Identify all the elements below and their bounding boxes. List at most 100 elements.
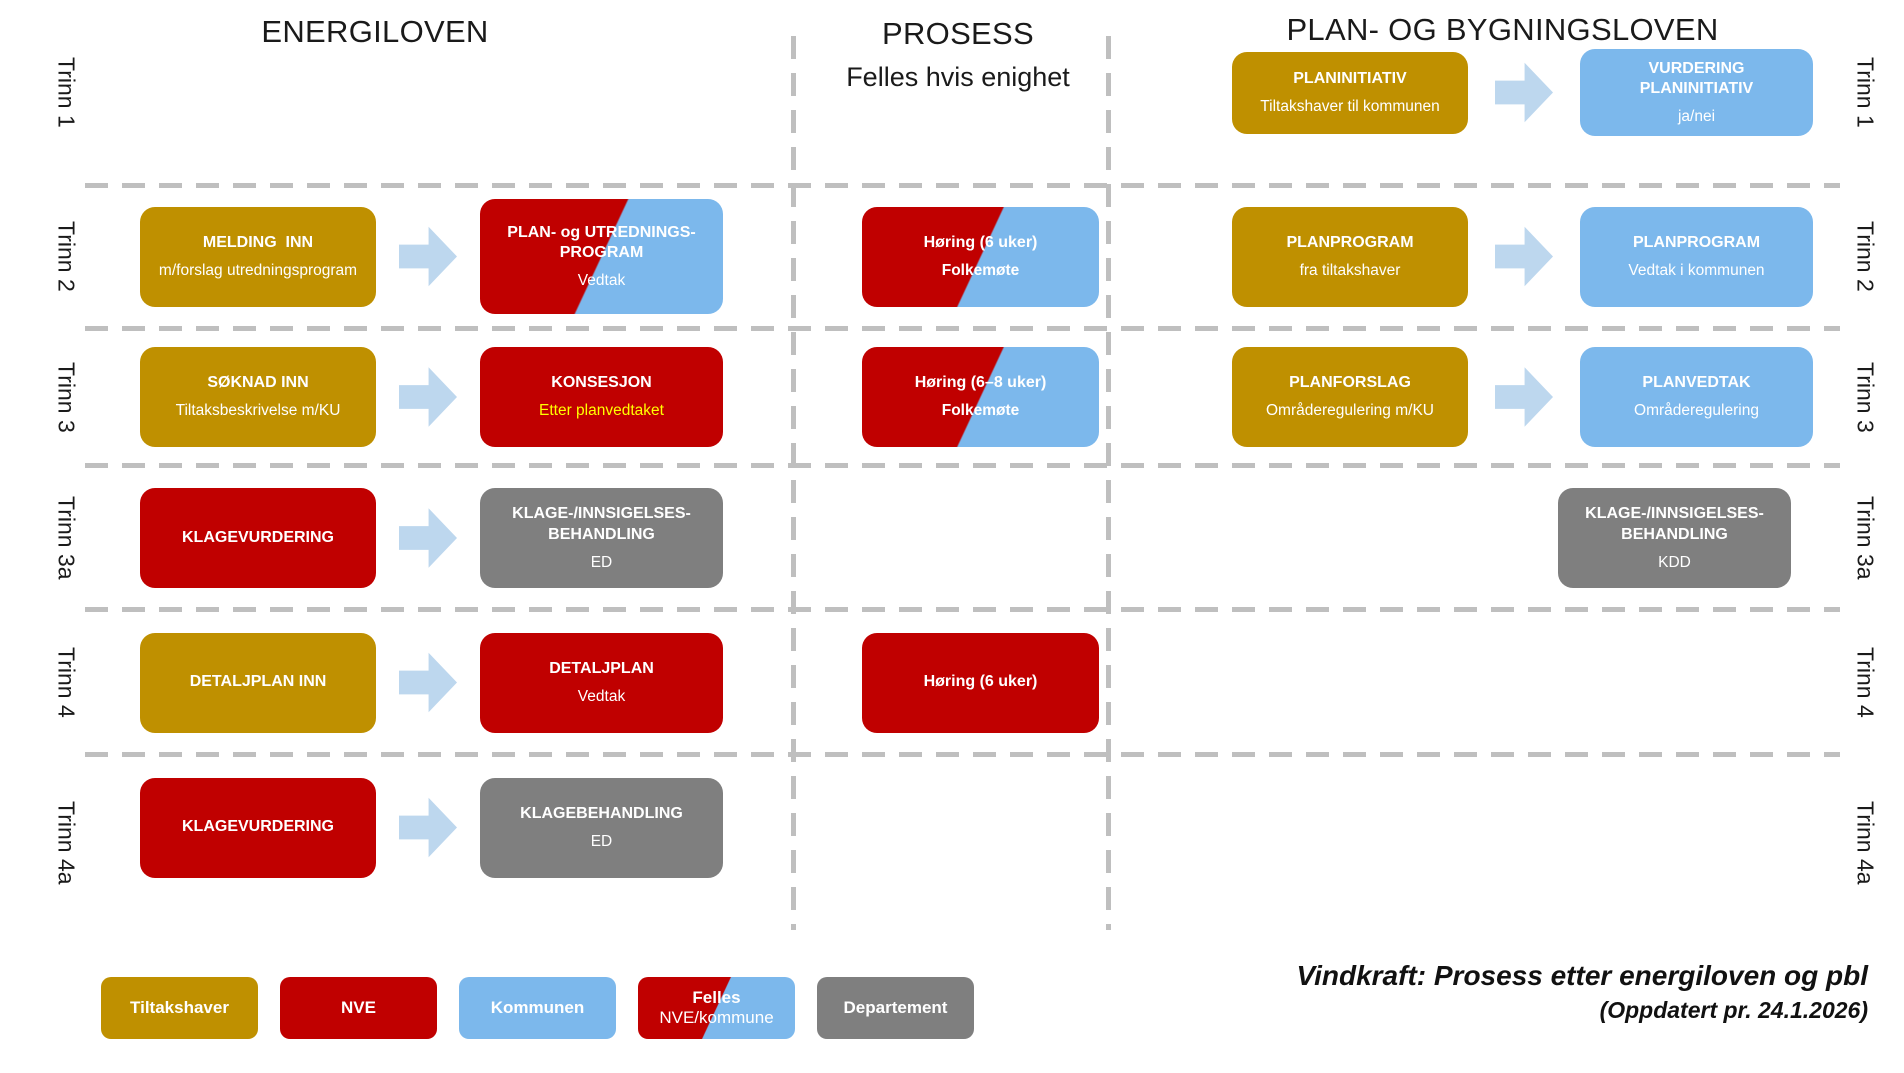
box-subtitle: Etter planvedtaket xyxy=(539,402,664,420)
row-label-left-trinn-3a: Trinn 3a xyxy=(53,496,80,580)
row-label-left-trinn-4a: Trinn 4a xyxy=(53,800,80,885)
row-label-left-trinn-4: Trinn 4 xyxy=(53,647,80,718)
legend-item-tiltakshaver: Tiltakshaver xyxy=(101,977,258,1039)
box-title: KLAGE-/INNSIGELSES- BEHANDLING xyxy=(512,505,691,543)
right-arrow-icon xyxy=(1495,226,1553,287)
box-subtitle: fra tiltakshaver xyxy=(1299,261,1401,279)
cell-trinn3-prosess: Høring (6–8 uker) Folkemøte xyxy=(795,328,1105,466)
box-melding-inn: MELDING INN m/forslag utredningsprogram xyxy=(140,206,376,307)
box-title: PLANPROGRAM xyxy=(1632,233,1761,251)
row-divider-line xyxy=(85,752,1840,757)
box-title: KLAGEVURDERING xyxy=(181,818,334,836)
column-header-plan-og-bygningsloven: PLAN- OG BYGNINGSLOVEN xyxy=(1286,12,1719,47)
row-label-left-trinn-3: Trinn 3 xyxy=(53,361,80,433)
legend-label: Felles xyxy=(692,987,741,1007)
box-title: KONSESJON xyxy=(551,374,652,392)
row-divider-line xyxy=(85,326,1840,331)
box-title: KLAGEBEHANDLING xyxy=(520,804,683,822)
box-subtitle: Vedtak xyxy=(577,272,626,290)
box-title: DETALJPLAN INN xyxy=(189,673,327,691)
box-klagevurdering-4a: KLAGEVURDERING xyxy=(140,777,376,878)
box-title: MELDING INN xyxy=(202,233,314,251)
box-title: VURDERING PLANINITIATIV xyxy=(1639,59,1754,98)
box-planvedtak: PLANVEDTAK Områderegulering xyxy=(1580,347,1813,447)
box-subtitle: Folkemøte xyxy=(941,402,1020,420)
box-planprogram-vedtak: PLANPROGRAM Vedtak i kommunen xyxy=(1580,206,1813,307)
box-horing-6-uker: Høring (6 uker) xyxy=(862,632,1099,733)
column-header-energiloven: ENERGILOVEN xyxy=(261,14,489,49)
box-subtitle: Folkemøte xyxy=(941,261,1020,279)
box-planprogram-fra-tiltakshaver: PLANPROGRAM fra tiltakshaver xyxy=(1232,206,1468,307)
box-horing-6-uker-folkemote: Høring (6 uker) Folkemøte xyxy=(862,206,1099,307)
row-label-right-trinn-3: Trinn 3 xyxy=(1852,361,1879,433)
box-vurdering-planinitiativ: VURDERING PLANINITIATIV ja/nei xyxy=(1580,48,1813,137)
box-title: PLANVEDTAK xyxy=(1642,374,1751,392)
legend: Tiltakshaver NVE Kommunen Felles NVE/kom… xyxy=(101,977,974,1039)
row-label-right-trinn-4: Trinn 4 xyxy=(1852,647,1879,718)
cell-trinn1-pbl: PLANINITIATIV Tiltakshaver til kommunen … xyxy=(1108,0,1830,185)
cell-trinn3-energiloven: SØKNAD INN Tiltaksbeskrivelse m/KU KONSE… xyxy=(95,328,791,466)
box-subtitle: ja/nei xyxy=(1677,108,1716,126)
cell-trinn3-pbl: PLANFORSLAG Områderegulering m/KU PLANVE… xyxy=(1108,328,1830,466)
row-divider-line xyxy=(85,463,1840,468)
box-subtitle: Områderegulering m/KU xyxy=(1266,402,1434,420)
box-subtitle: Tiltaksbeskrivelse m/KU xyxy=(175,402,341,420)
legend-item-kommunen: Kommunen xyxy=(459,977,616,1039)
box-konsesjon: KONSESJON Etter planvedtaket xyxy=(480,347,723,447)
column-divider-line xyxy=(791,36,796,930)
diagram-updated-date: (Oppdatert pr. 24.1.2026) xyxy=(1599,997,1868,1023)
cell-trinn2-pbl: PLANPROGRAM fra tiltakshaver PLANPROGRAM… xyxy=(1108,185,1830,328)
box-subtitle: Vedtak xyxy=(577,687,626,705)
right-arrow-icon xyxy=(399,508,457,568)
right-arrow-icon xyxy=(1495,62,1553,123)
legend-label: Tiltakshaver xyxy=(130,997,229,1017)
box-title: SØKNAD INN xyxy=(207,374,309,392)
cell-trinn4a-energiloven: KLAGEVURDERING KLAGEBEHANDLING ED xyxy=(95,755,791,900)
legend-sublabel: NVE/kommune xyxy=(659,1008,774,1027)
box-subtitle: ED xyxy=(590,832,613,850)
diagram-title: Vindkraft: Prosess etter energiloven og … xyxy=(1296,960,1868,991)
legend-label: Departement xyxy=(843,997,948,1017)
right-arrow-icon xyxy=(399,652,457,713)
box-title: PLAN- og UTREDNINGS- PROGRAM xyxy=(507,223,696,262)
legend-label: NVE xyxy=(341,997,376,1017)
column-header-prosess: PROSESS xyxy=(882,16,1034,51)
box-title: KLAGE-/INNSIGELSES- BEHANDLING xyxy=(1585,505,1764,543)
cell-trinn2-energiloven: MELDING INN m/forslag utredningsprogram … xyxy=(95,185,791,328)
right-arrow-icon xyxy=(399,226,457,287)
legend-item-departement: Departement xyxy=(817,977,974,1039)
row-divider-line xyxy=(85,183,1840,188)
box-title: DETALJPLAN xyxy=(549,659,654,677)
row-divider-line xyxy=(85,607,1840,612)
box-title: Høring (6 uker) xyxy=(923,673,1038,691)
legend-label: Kommunen xyxy=(490,997,585,1017)
row-label-left-trinn-1: Trinn 1 xyxy=(53,57,80,128)
box-klagevurdering: KLAGEVURDERING xyxy=(140,488,376,588)
row-label-left-trinn-2: Trinn 2 xyxy=(53,221,80,292)
cell-trinn2-prosess: Høring (6 uker) Folkemøte xyxy=(795,185,1105,328)
row-label-right-trinn-1: Trinn 1 xyxy=(1852,57,1879,128)
box-soknad-inn: SØKNAD INN Tiltaksbeskrivelse m/KU xyxy=(140,347,376,447)
cell-trinn3a-pbl: KLAGE-/INNSIGELSES- BEHANDLING KDD xyxy=(1108,466,1830,610)
box-title: PLANINITIATIV xyxy=(1293,69,1407,87)
row-label-right-trinn-3a: Trinn 3a xyxy=(1852,496,1879,580)
box-klage-innsigelsesbehandling-kdd: KLAGE-/INNSIGELSES- BEHANDLING KDD xyxy=(1558,488,1791,588)
column-divider-line xyxy=(1106,36,1111,930)
box-subtitle: KDD xyxy=(1658,553,1691,571)
cell-trinn4-prosess: Høring (6 uker) xyxy=(795,610,1105,755)
box-title: KLAGEVURDERING xyxy=(181,528,334,546)
row-label-right-trinn-4a: Trinn 4a xyxy=(1852,800,1879,885)
box-detaljplan-vedtak: DETALJPLAN Vedtak xyxy=(480,632,723,733)
box-subtitle: Områderegulering xyxy=(1634,402,1759,420)
box-title: PLANFORSLAG xyxy=(1289,374,1411,392)
box-title: PLANPROGRAM xyxy=(1286,233,1414,251)
box-planinitiativ: PLANINITIATIV Tiltakshaver til kommunen xyxy=(1232,51,1468,134)
box-subtitle: m/forslag utredningsprogram xyxy=(158,261,358,279)
box-klage-innsigelsesbehandling-ed: KLAGE-/INNSIGELSES- BEHANDLING ED xyxy=(480,488,723,588)
box-subtitle: ED xyxy=(590,553,613,571)
right-arrow-icon xyxy=(1495,367,1553,427)
right-arrow-icon xyxy=(399,797,457,858)
box-title: Høring (6 uker) xyxy=(923,233,1038,251)
cell-trinn4-energiloven: DETALJPLAN INN DETALJPLAN Vedtak xyxy=(95,610,791,755)
